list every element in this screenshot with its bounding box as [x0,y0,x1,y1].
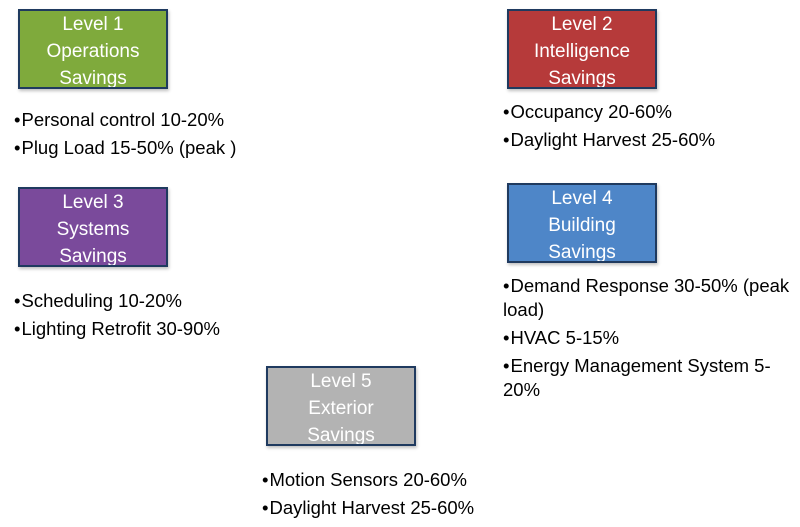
level-5-title-line-2: Exterior [308,398,374,419]
list-item: •HVAC 5-15% [503,327,620,348]
list-item: •Energy Management System 5-20% [503,355,771,400]
level-4-savings-list: •Demand Response 30-50% (peak load) •HVA… [503,274,793,406]
level-2-title-line-3: Savings [548,68,616,89]
level-3-title-line-3: Savings [59,246,127,267]
level-2-title-line-2: Intelligence [533,41,631,62]
level-1-savings-list: •Personal control 10-20% •Plug Load 15-5… [14,108,236,164]
level-5-title-line-1: Level 5 [310,371,372,392]
list-item: •Scheduling 10-20% [14,290,182,311]
level-5-title-line-3: Savings [307,425,375,446]
list-item: •Daylight Harvest 25-60% [503,129,716,150]
level-3-box: Level 3 Systems Savings [18,187,168,267]
level-1-title-line-2: Operations [46,41,140,62]
list-item: •Personal control 10-20% [14,109,225,130]
level-5-savings-list: •Motion Sensors 20-60% •Daylight Harvest… [262,468,474,524]
list-item: •Motion Sensors 20-60% [262,469,467,490]
level-4-title-line-2: Building [548,215,616,236]
level-4-title-line-1: Level 4 [551,188,613,209]
list-item: •Plug Load 15-50% (peak ) [14,137,237,158]
level-2-box: Level 2 Intelligence Savings [507,9,657,89]
level-4-box: Level 4 Building Savings [507,183,657,263]
level-3-title-line-2: Systems [56,219,130,240]
level-4-title-line-3: Savings [548,242,616,263]
level-5-box: Level 5 Exterior Savings [266,366,416,446]
level-1-title-line-3: Savings [59,68,127,89]
level-3-title-line-1: Level 3 [62,192,124,213]
level-1-box: Level 1 Operations Savings [18,9,168,89]
list-item: •Lighting Retrofit 30-90% [14,318,220,339]
level-2-savings-list: •Occupancy 20-60% •Daylight Harvest 25-6… [503,100,715,156]
level-3-savings-list: •Scheduling 10-20% •Lighting Retrofit 30… [14,289,220,345]
list-item: •Occupancy 20-60% [503,101,672,122]
level-1-title-line-1: Level 1 [62,14,124,35]
level-2-title-line-1: Level 2 [551,14,613,35]
list-item: •Daylight Harvest 25-60% [262,497,475,518]
list-item: •Demand Response 30-50% (peak load) [503,275,790,320]
